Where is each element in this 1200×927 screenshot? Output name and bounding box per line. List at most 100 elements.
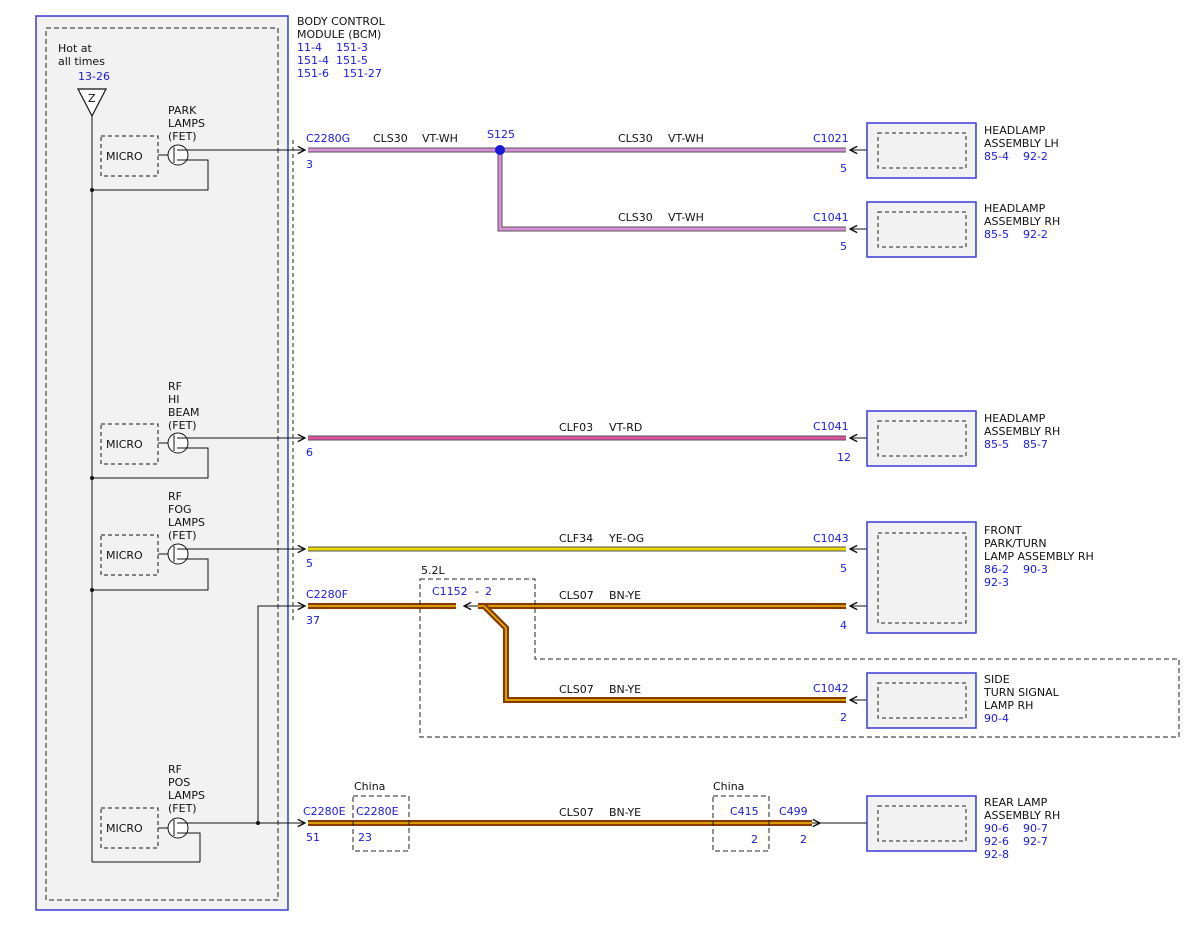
bus-node	[90, 476, 94, 480]
bcm-title-1: BODY CONTROL	[297, 15, 386, 28]
driver-rf-pos-lamps: RF POS LAMPS (FET) MICRO	[100, 606, 305, 862]
wire-label: CLS07	[559, 806, 594, 819]
c2280g-label: C2280G	[306, 132, 350, 145]
component-name: ASSEMBLY RH	[984, 425, 1060, 438]
wire-label: CLS30	[618, 211, 653, 224]
china-label-2: China	[713, 780, 744, 793]
c499-pin: 2	[800, 833, 807, 846]
component-box	[866, 410, 977, 467]
branch-node	[256, 821, 260, 825]
pin-hi-beam: 6	[306, 446, 313, 459]
wire-label: YE-OG	[608, 532, 644, 545]
fet-icon	[167, 432, 189, 454]
connector-pin: 2	[840, 711, 847, 724]
component-box	[866, 201, 977, 258]
component-ref: 90-4	[984, 712, 1009, 725]
connector-label: C1021	[813, 132, 849, 145]
pin-fog: 5	[306, 557, 313, 570]
c499-label: C499	[779, 805, 808, 818]
wire-label: BN-YE	[609, 589, 641, 602]
c415-label: C415	[730, 805, 759, 818]
driver-label: LAMPS	[168, 117, 205, 130]
connector-pin: 5	[840, 162, 847, 175]
connector-label: C1043	[813, 532, 849, 545]
component-headlamp-rh-park: C1041 5 HEADLAMP ASSEMBLY RH 85-5 92-2	[813, 201, 1060, 258]
bcm-inner-frame	[45, 27, 279, 901]
micro-label: MICRO	[106, 438, 143, 451]
fet-return	[188, 832, 201, 862]
component-name: TURN SIGNAL	[983, 686, 1060, 699]
fet-icon	[167, 817, 189, 839]
fet-icon	[167, 144, 189, 166]
component-front-park-turn-rh: C1043 5 4 FRONT PARK/TURN LAMP ASSEMBLY …	[813, 521, 1094, 634]
driver-rf-fog-lamps: RF FOG LAMPS (FET) MICRO	[90, 490, 305, 592]
wire-label: CLS30	[618, 132, 653, 145]
fet-icon	[167, 543, 189, 565]
connector-pin: 5	[840, 562, 847, 575]
wire-label: CLS07	[559, 683, 594, 696]
component-headlamp-rh-hi: C1041 12 HEADLAMP ASSEMBLY RH 85-5 85-7	[813, 410, 1060, 467]
wire-label: CLF34	[559, 532, 593, 545]
fet-return	[92, 558, 209, 591]
component-ref: 90-6 90-7	[984, 822, 1048, 835]
c2280e-china-label: C2280E	[356, 805, 399, 818]
wire-label: BN-YE	[609, 683, 641, 696]
component-name: SIDE	[984, 673, 1010, 686]
bcm-module: BODY CONTROL MODULE (BCM) 11-4 151-3 151…	[35, 15, 386, 911]
component-ref: 92-6 92-7	[984, 835, 1048, 848]
fet-return	[92, 447, 209, 479]
component-inner	[877, 805, 967, 842]
micro-label: MICRO	[106, 549, 143, 562]
micro-box	[100, 423, 159, 465]
component-ref: 92-3	[984, 576, 1009, 589]
component-ref: 85-5 85-7	[984, 438, 1048, 451]
driver-label: HI	[168, 393, 180, 406]
component-inner	[877, 132, 967, 169]
component-side-turn-signal-rh: C1042 2 SIDE TURN SIGNAL LAMP RH 90-4	[813, 672, 1060, 729]
component-name: LAMP ASSEMBLY RH	[984, 550, 1094, 563]
wire-label: VT-WH	[668, 132, 704, 145]
component-inner	[877, 682, 967, 719]
micro-label: MICRO	[106, 150, 143, 163]
connector-pin: 5	[840, 240, 847, 253]
bcm-ref-3: 151-6 151-27	[297, 67, 382, 80]
branch-to-c2280f	[257, 606, 305, 823]
wire-label: BN-YE	[609, 806, 641, 819]
driver-label: BEAM	[168, 406, 200, 419]
driver-label: (FET)	[168, 130, 197, 143]
driver-label: PARK	[168, 104, 197, 117]
c415-pin: 2	[751, 833, 758, 846]
c1152-pin: 2	[485, 585, 492, 598]
connector-pin: 12	[837, 451, 851, 464]
component-inner	[877, 211, 967, 248]
component-name: HEADLAMP	[984, 412, 1046, 425]
bus-node	[90, 188, 94, 192]
bus-node	[90, 588, 94, 592]
component-name: LAMP RH	[984, 699, 1033, 712]
wire-label: VT-WH	[668, 211, 704, 224]
wire-cls07-c1042	[481, 603, 846, 703]
hot-label-1: Hot at	[58, 42, 93, 55]
driver-park-lamps: PARK LAMPS (FET) MICRO	[90, 104, 305, 192]
component-name: FRONT	[984, 524, 1022, 537]
option-5-2l-box	[419, 578, 1180, 738]
component-inner	[877, 420, 967, 457]
splice-s125-dot	[495, 145, 505, 155]
c1152-label: C1152	[432, 585, 468, 598]
component-name: REAR LAMP	[984, 796, 1048, 809]
driver-label: FOG	[168, 503, 192, 516]
hot-label-2: all times	[58, 55, 105, 68]
component-rear-lamp-rh: REAR LAMP ASSEMBLY RH 90-6 90-7 92-6 92-…	[866, 795, 1060, 861]
bcm-ref-1: 11-4 151-3	[297, 41, 368, 54]
driver-rf-hi-beam: RF HI BEAM (FET) MICRO	[90, 380, 305, 480]
component-name: ASSEMBLY LH	[984, 137, 1059, 150]
driver-label: (FET)	[168, 802, 197, 815]
splice-s125-label: S125	[487, 128, 515, 141]
driver-label: POS	[168, 776, 190, 789]
engine-option-label: 5.2L	[421, 564, 445, 577]
c2280e-pin: 51	[306, 831, 320, 844]
fet-return	[92, 159, 209, 191]
connector-label: C1041	[813, 211, 849, 224]
micro-box	[100, 135, 159, 177]
